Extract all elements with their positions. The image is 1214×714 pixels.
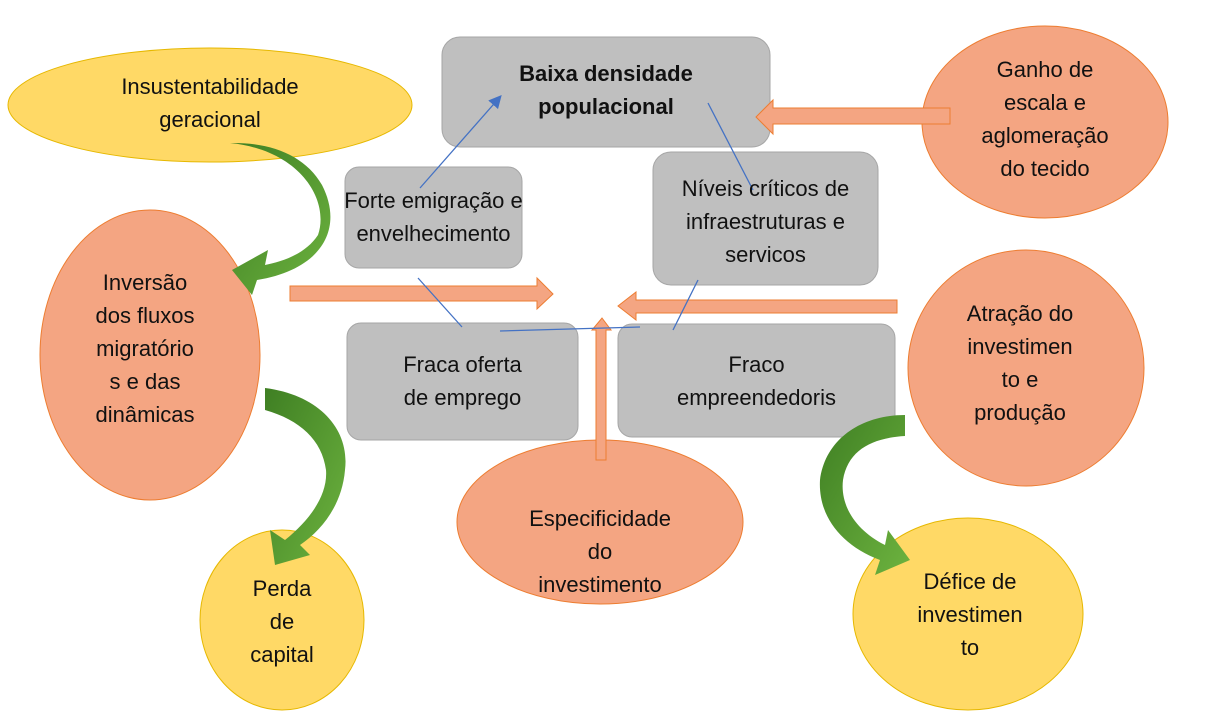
connector-niveis-to-fraco bbox=[672, 279, 699, 331]
label-line: Perda bbox=[252, 576, 312, 601]
node-insustentabilidade-label: Insustentabilidade geracional bbox=[60, 70, 360, 132]
label-line: investimen bbox=[917, 602, 1023, 627]
node-ganho-label: Ganho de escala e aglomeração do tecido bbox=[945, 53, 1145, 177]
node-fraca-oferta-shape bbox=[346, 322, 579, 441]
label-line: geracional bbox=[159, 107, 261, 132]
node-defice-label: Défice de investimen to bbox=[895, 565, 1045, 670]
arrow-ganho-left bbox=[755, 98, 951, 136]
label-line: Especificidade bbox=[529, 506, 671, 531]
node-fraco-empre-shape bbox=[617, 323, 896, 438]
label-line: investimento bbox=[538, 572, 662, 592]
label-line: Fraca oferta bbox=[403, 352, 522, 377]
label-line: Forte emigração e bbox=[345, 188, 522, 213]
node-atracao-shape bbox=[907, 249, 1145, 487]
arrow-especificidade-up bbox=[590, 317, 612, 461]
label-line: to e bbox=[1001, 367, 1039, 392]
curved-arrow-atracao-to-defice bbox=[819, 415, 910, 575]
node-atracao-label: Atração do investimen to e produção bbox=[940, 297, 1100, 447]
label-line: empreendedoris bbox=[677, 385, 836, 410]
node-fraca-oferta-label: Fraca oferta de emprego bbox=[347, 348, 578, 416]
node-forte-label: Forte emigração e envelhecimento bbox=[345, 184, 522, 252]
node-defice-shape bbox=[852, 517, 1084, 711]
node-baixa-shape bbox=[441, 36, 771, 148]
node-inversao-label: Inversão dos fluxos migratório s e das d… bbox=[65, 266, 225, 441]
label-line: dinâmicas bbox=[95, 402, 195, 427]
label-line: s e das bbox=[109, 369, 181, 394]
label-line: capital bbox=[250, 642, 314, 667]
label-line: dos fluxos bbox=[95, 303, 195, 328]
curved-arrow-inversao-to-perda bbox=[265, 388, 346, 565]
arrow-atracao-left bbox=[617, 290, 898, 322]
node-baixa-label: Baixa densidade populacional bbox=[442, 57, 770, 127]
label-line: populacional bbox=[538, 94, 674, 119]
connector-forte-to-fraca bbox=[417, 277, 463, 328]
label-line: de bbox=[269, 609, 295, 634]
connector-forte-to-baixa bbox=[419, 95, 502, 189]
node-niveis-shape bbox=[652, 151, 879, 286]
label-line: Défice de bbox=[923, 569, 1017, 594]
connector-baixa-to-niveis bbox=[707, 102, 754, 191]
label-line: Inversão bbox=[102, 270, 188, 295]
label-line: Fraco bbox=[728, 352, 785, 377]
label-line: investimen bbox=[967, 334, 1073, 359]
node-forte-shape bbox=[344, 166, 523, 269]
label-line: aglomeração bbox=[981, 123, 1109, 148]
label-line: Atração do bbox=[966, 301, 1074, 326]
node-perda-label: Perda de capital bbox=[222, 572, 342, 672]
label-line: migratório bbox=[96, 336, 194, 361]
label-line: servicos bbox=[725, 242, 806, 266]
label-line: Baixa densidade bbox=[519, 61, 693, 86]
node-insustentabilidade-shape bbox=[7, 47, 413, 163]
label-line: infraestruturas e bbox=[686, 209, 845, 234]
node-fraco-empre-label: Fraco empreendedoris bbox=[618, 348, 895, 416]
label-line: envelhecimento bbox=[356, 221, 511, 246]
connector-fraca-to-fraco bbox=[499, 326, 641, 332]
label-line: Níveis críticos de bbox=[681, 176, 850, 201]
arrow-inversao-right bbox=[289, 276, 554, 311]
label-line: escala e bbox=[1004, 90, 1086, 115]
curved-arrow-insust-to-inversao bbox=[230, 142, 331, 295]
node-inversao-shape bbox=[39, 209, 261, 501]
node-perda-shape bbox=[199, 529, 365, 711]
label-line: de emprego bbox=[403, 385, 522, 410]
label-line: to bbox=[960, 635, 980, 660]
label-line: do bbox=[587, 539, 613, 564]
node-especificidade-label: Especificidade do investimento bbox=[500, 502, 700, 592]
label-line: do tecido bbox=[1000, 156, 1090, 177]
label-line: produção bbox=[974, 400, 1066, 425]
label-line: Ganho de bbox=[996, 57, 1094, 82]
label-line: Insustentabilidade bbox=[121, 74, 299, 99]
node-niveis-label: Níveis críticos de infraestruturas e ser… bbox=[653, 172, 878, 266]
